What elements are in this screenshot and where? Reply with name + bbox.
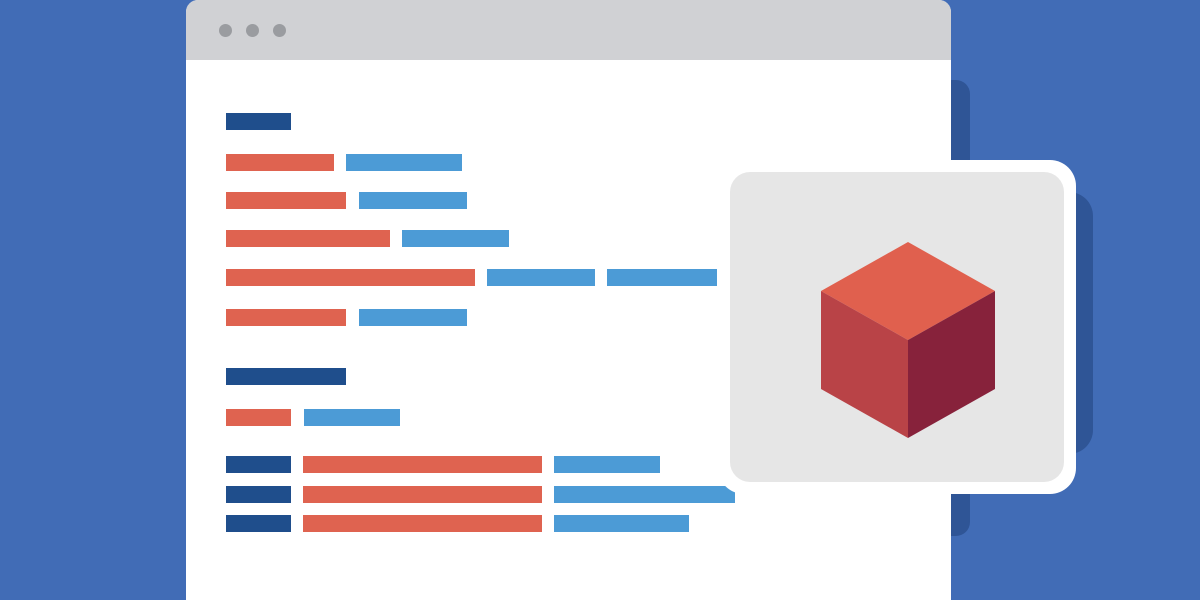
code-value-bar <box>554 515 689 532</box>
code-identifier-bar <box>303 456 542 473</box>
window-dot-icon <box>273 24 286 37</box>
code-identifier-bar <box>226 409 291 426</box>
code-keyword-bar <box>226 113 291 130</box>
code-identifier-bar <box>226 154 334 171</box>
code-value-bar <box>554 486 735 503</box>
window-titlebar <box>186 0 951 60</box>
code-keyword-bar <box>226 456 291 473</box>
component-card-panel <box>730 172 1064 482</box>
code-identifier-bar <box>226 269 475 286</box>
cube-right-face <box>908 291 995 438</box>
cube-left-face <box>821 291 908 438</box>
code-identifier-bar <box>303 515 542 532</box>
code-value-bar <box>359 192 467 209</box>
code-value-bar <box>346 154 462 171</box>
code-keyword-bar <box>226 515 291 532</box>
code-identifier-bar <box>226 309 346 326</box>
code-value-bar <box>402 230 509 247</box>
window-dot-icon <box>246 24 259 37</box>
code-identifier-bar <box>303 486 542 503</box>
cube-icon <box>821 242 995 438</box>
code-keyword-bar <box>226 486 291 503</box>
code-value-bar <box>607 269 717 286</box>
code-value-bar <box>304 409 400 426</box>
code-keyword-bar <box>226 368 346 385</box>
code-identifier-bar <box>226 192 346 209</box>
window-dot-icon <box>219 24 232 37</box>
code-identifier-bar <box>226 230 390 247</box>
code-value-bar <box>487 269 595 286</box>
code-value-bar <box>554 456 660 473</box>
code-value-bar <box>359 309 467 326</box>
component-card <box>718 160 1076 494</box>
